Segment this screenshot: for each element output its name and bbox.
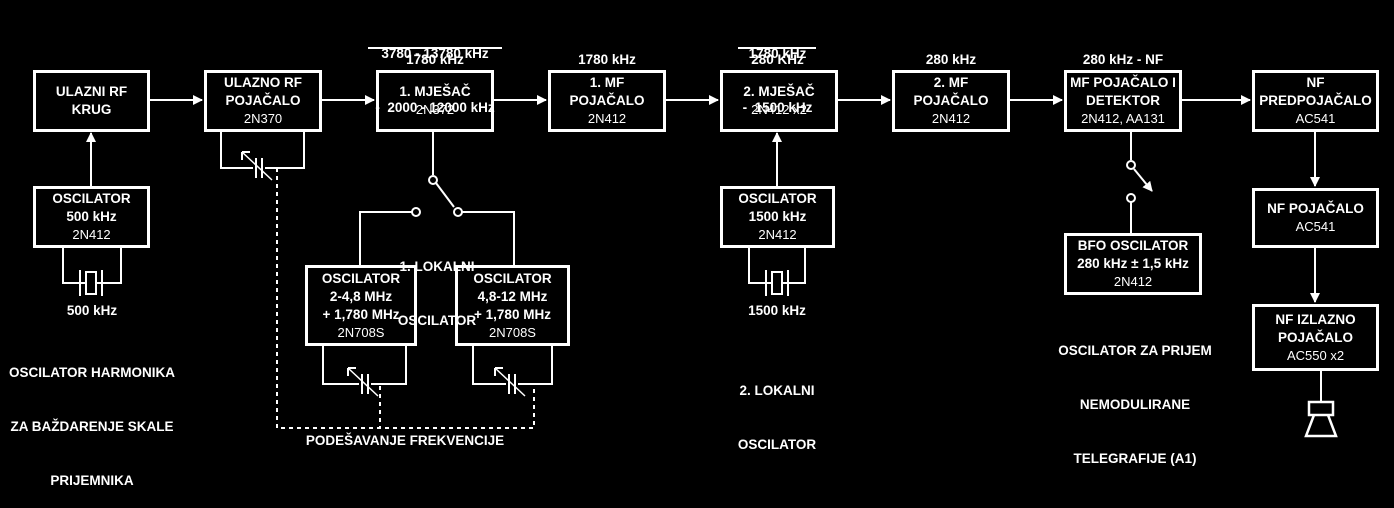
freq-label: 1780 kHz [578, 52, 636, 67]
variable-capacitor-icon [241, 151, 273, 181]
crystal-1500-label: 1500 kHz [748, 303, 806, 318]
bfo-oscillator-block: BFO OSCILATOR 280 kHz ± 1,5 kHz 2N412 [1064, 233, 1202, 295]
oscillator-1500khz-block: OSCILATOR 1500 kHz 2N412 [720, 186, 835, 248]
freq-label: 280 KHz [751, 52, 804, 67]
variable-capacitor-icon [494, 367, 526, 397]
tuning-label: PODEŠAVANJE FREKVENCIJE [305, 433, 505, 448]
rf-input-block: ULAZNI RF KRUG [33, 70, 150, 132]
bfo-note: OSCILATOR ZA PRIJEM NEMODULIRANE TELEGRA… [1058, 343, 1212, 466]
rf-amplifier-block: ULAZNO RF POJAČALO 2N370 [204, 70, 322, 132]
oscillator-500khz-block: OSCILATOR 500 kHz 2N412 [33, 186, 150, 248]
speaker-icon [1304, 400, 1338, 438]
if-detector-block: MF POJAČALO I DETEKTOR 2N412, AA131 [1064, 70, 1182, 132]
af-output-amplifier-block: NF IZLAZNO POJAČALO AC550 x2 [1252, 304, 1379, 371]
local-oscillator-a-block: OSCILATOR 2-4,8 MHz + 1,780 MHz 2N708S [305, 265, 417, 346]
freq-label: 1780 kHz [406, 52, 464, 67]
crystal-500-label: 500 kHz [66, 303, 118, 318]
local-oscillator-1-label: 1. LOKALNI OSCILATOR [397, 259, 477, 328]
mixer1-block: 1. MJEŠAČ 2N372 [376, 70, 494, 132]
mixer2-block: 2. MJEŠAČ 2N412 x2 [720, 70, 838, 132]
if2-amplifier-block: 2. MF POJAČALO 2N412 [892, 70, 1010, 132]
af-preamplifier-block: NF PREDPOJAČALO AC541 [1252, 70, 1379, 132]
freq-label: 280 kHz [925, 52, 977, 67]
if1-amplifier-block: 1. MF POJAČALO 2N412 [548, 70, 666, 132]
local-oscillator-2-label: 2. LOKALNI OSCILATOR [737, 383, 817, 452]
af-amplifier-block: NF POJAČALO AC541 [1252, 188, 1379, 248]
freq-label: 1780 kHz - 1500 kHz [742, 46, 813, 115]
crystal-icon [79, 270, 103, 296]
variable-capacitor-icon [347, 367, 379, 397]
freq-label: 280 kHz - NF [1082, 52, 1164, 67]
harmonic-oscillator-note: OSCILATOR HARMONIKA ZA BAŽDARENJE SKALE … [9, 365, 175, 488]
local-oscillator-b-block: OSCILATOR 4,8-12 MHz + 1,780 MHz 2N708S [455, 265, 570, 346]
crystal-icon [765, 270, 789, 296]
wiring-diagram [62, 47, 1338, 438]
freq-label: 3780 - 13780 kHz - 2000 - 12000 kHz [375, 46, 495, 115]
